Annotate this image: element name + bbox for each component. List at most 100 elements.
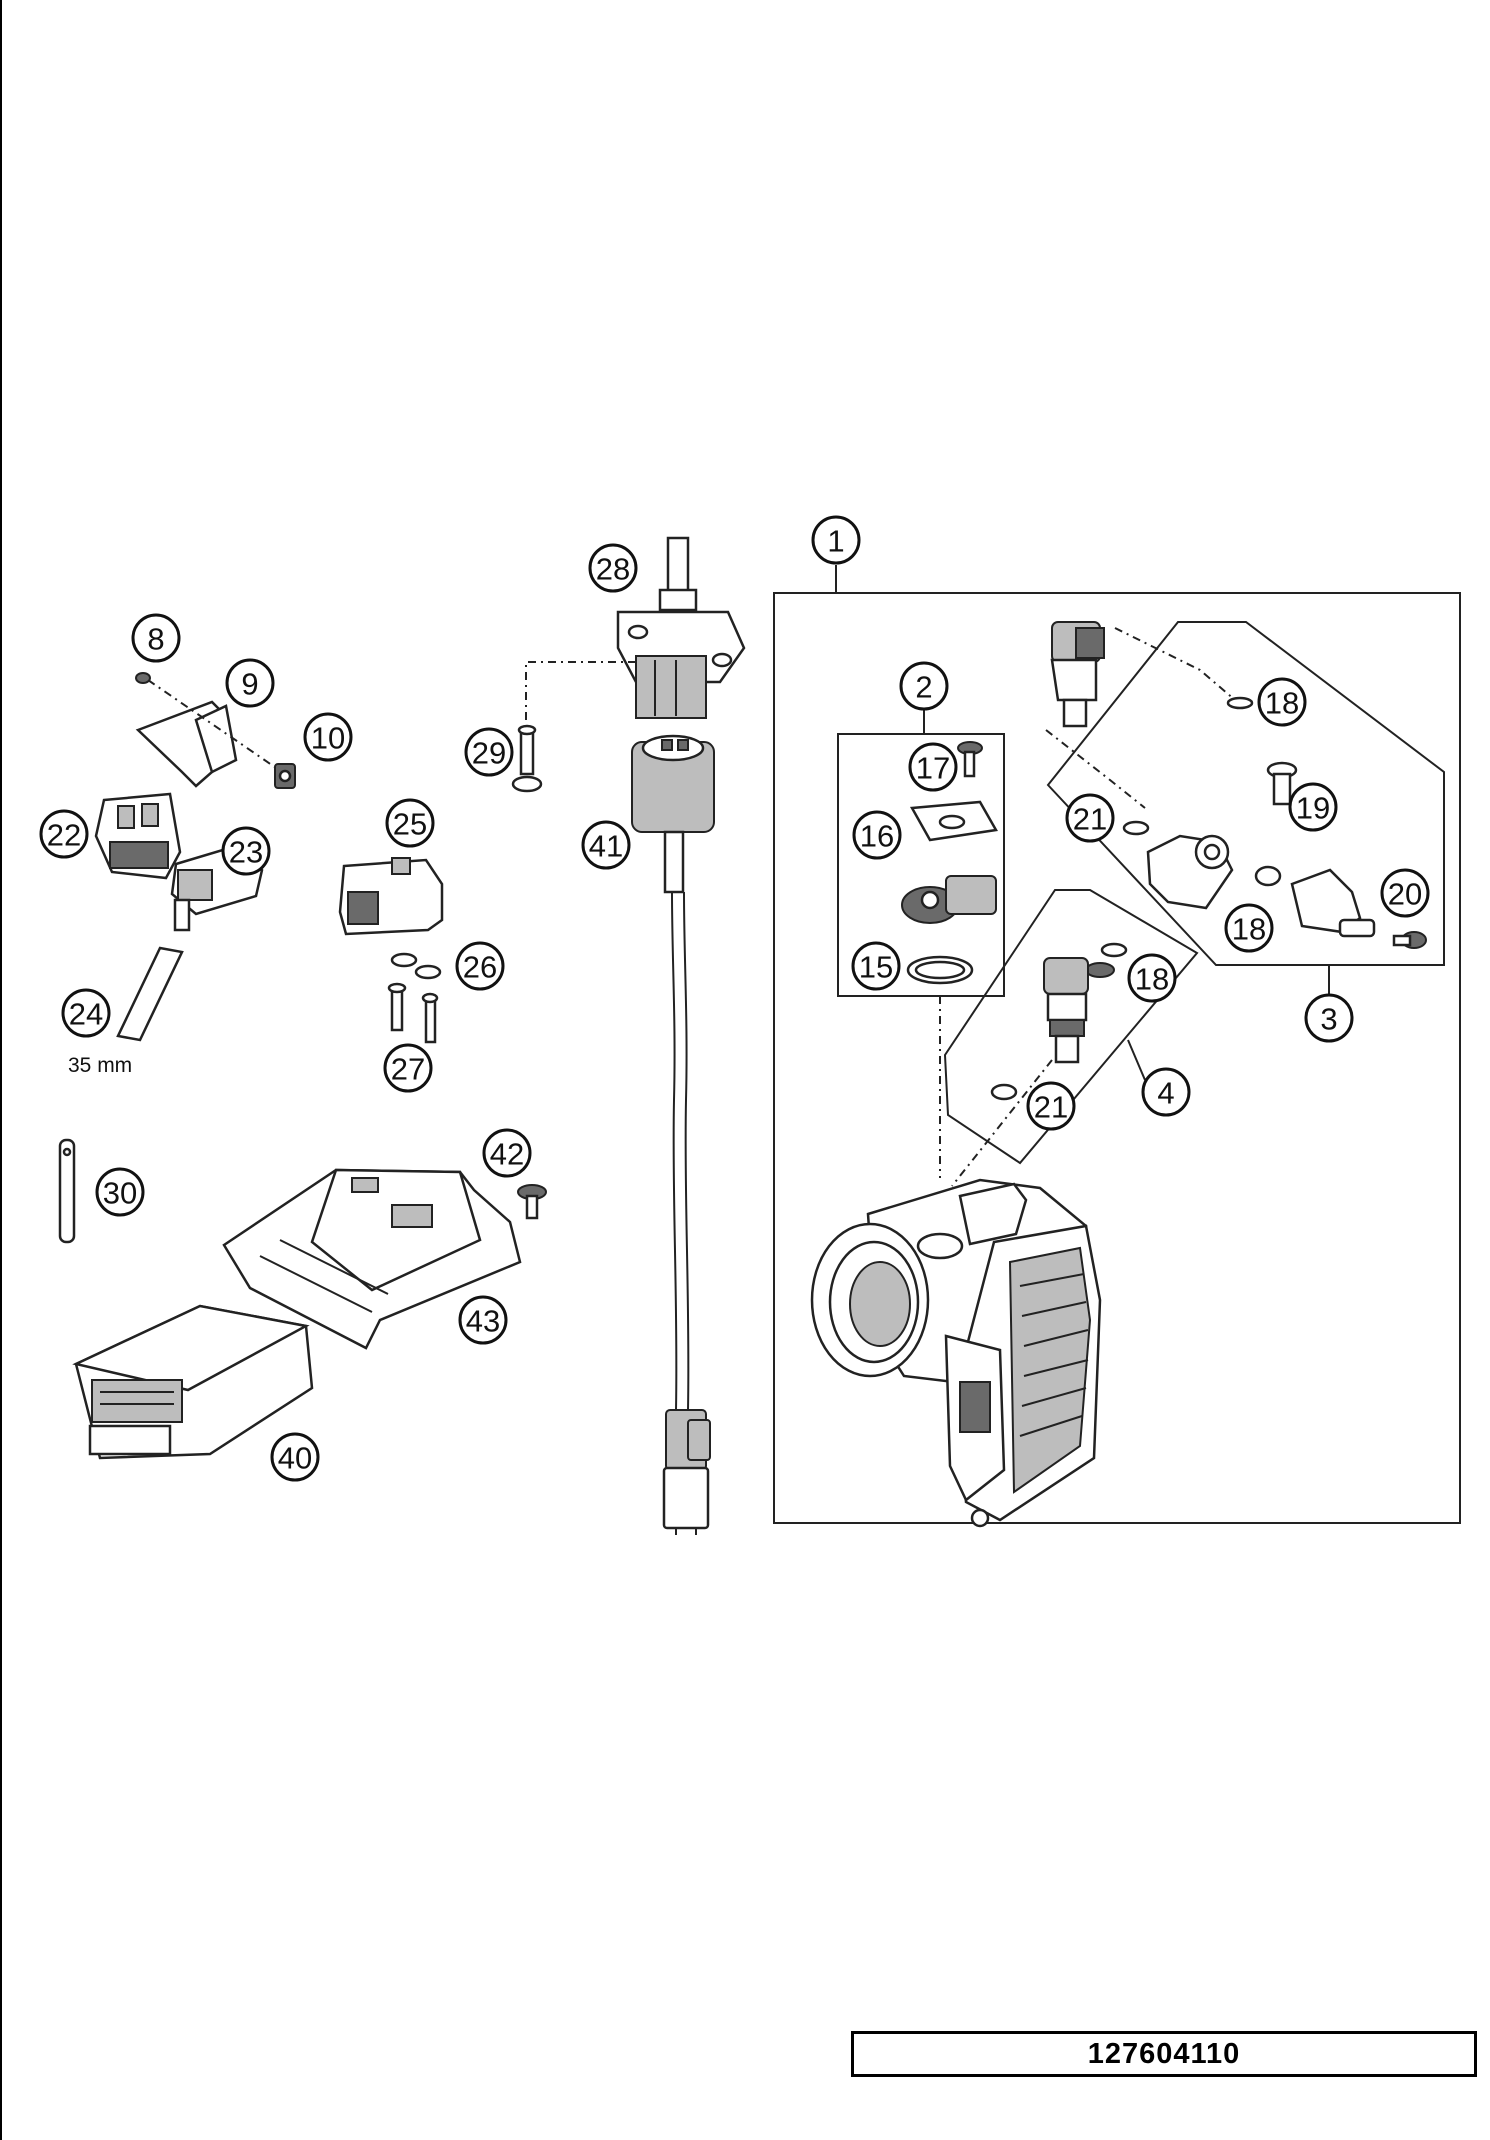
- svg-text:9: 9: [241, 667, 258, 702]
- part-21-seal-top: [1122, 820, 1150, 836]
- svg-text:41: 41: [589, 829, 623, 864]
- svg-text:29: 29: [472, 736, 506, 771]
- svg-text:25: 25: [393, 807, 427, 842]
- callout-22: 22: [39, 809, 89, 859]
- callout-42: 42: [482, 1128, 532, 1178]
- svg-text:2: 2: [915, 670, 932, 705]
- svg-text:21: 21: [1073, 802, 1107, 837]
- svg-text:28: 28: [596, 552, 630, 587]
- svg-text:15: 15: [859, 950, 893, 985]
- callout-40: 40: [270, 1432, 320, 1482]
- part-17-screw: [957, 741, 983, 778]
- callout-21-top: 21: [1065, 793, 1115, 843]
- assembly-3-frame: [1046, 621, 1445, 966]
- part-8-screw: [135, 672, 151, 684]
- part-26-washers: [390, 952, 442, 980]
- callout-8: 8: [131, 613, 181, 663]
- callout-29: 29: [464, 727, 514, 777]
- svg-text:26: 26: [463, 950, 497, 985]
- callout-20: 20: [1380, 868, 1430, 918]
- svg-text:1: 1: [827, 524, 844, 559]
- svg-text:43: 43: [466, 1304, 500, 1339]
- svg-text:3: 3: [1320, 1002, 1337, 1037]
- svg-text:4: 4: [1157, 1076, 1174, 1111]
- part-21-seal-low: [990, 1083, 1018, 1101]
- svg-text:23: 23: [229, 835, 263, 870]
- part-25-module: [338, 857, 444, 936]
- page-left-border: [0, 0, 2, 2140]
- callout-18-low: 18: [1127, 953, 1177, 1003]
- callout-41: 41: [581, 820, 631, 870]
- assembly-4-dash-leader: [951, 1059, 1053, 1187]
- part-18-seal-low: [1085, 942, 1128, 978]
- svg-text:8: 8: [147, 622, 164, 657]
- part-18-seal-mid: [1254, 865, 1282, 887]
- assembly-4-leader: [1127, 1039, 1146, 1081]
- assembly-2-frame: [837, 733, 1005, 997]
- part-21-leader-top: [1045, 729, 1146, 809]
- callout-10: 10: [303, 712, 353, 762]
- injector-top-leader: [1114, 627, 1236, 701]
- svg-text:18: 18: [1265, 686, 1299, 721]
- part-18-seal-top: [1226, 696, 1254, 710]
- part-42-screw: [517, 1184, 547, 1220]
- callout-2: 2: [899, 661, 949, 711]
- callout-30: 30: [95, 1167, 145, 1217]
- callout-4: 4: [1141, 1067, 1191, 1117]
- part-9-bracket: [135, 700, 238, 788]
- callout-9: 9: [225, 658, 275, 708]
- svg-text:42: 42: [490, 1137, 524, 1172]
- callout-18-top: 18: [1257, 677, 1307, 727]
- part-15-o-ring: [906, 955, 974, 985]
- part-16-plate: [909, 800, 998, 842]
- svg-text:40: 40: [278, 1441, 312, 1476]
- callout-21-low: 21: [1026, 1081, 1076, 1131]
- pressure-regulator: [1290, 868, 1376, 938]
- part-30-strap: [58, 1138, 76, 1244]
- svg-text:19: 19: [1296, 791, 1330, 826]
- callout-3: 3: [1304, 993, 1354, 1043]
- svg-text:18: 18: [1232, 912, 1266, 947]
- assembly-1-frame: [773, 592, 1461, 1524]
- sensor-2-body: [901, 875, 997, 924]
- callout-15: 15: [851, 941, 901, 991]
- part-28-sensor: [616, 536, 746, 719]
- part-43-tray: [222, 1168, 522, 1350]
- part-10-nut: [274, 763, 296, 789]
- callout-43: 43: [458, 1295, 508, 1345]
- svg-text:16: 16: [860, 819, 894, 854]
- callout-18-mid: 18: [1224, 903, 1274, 953]
- sensor-cable: [662, 891, 711, 1535]
- part-41-connector: [631, 734, 715, 894]
- callout-1: 1: [811, 515, 861, 565]
- callout-27: 27: [383, 1043, 433, 1093]
- part-24-length-label: 35 mm: [68, 1054, 132, 1077]
- fuel-rail: [1146, 834, 1234, 910]
- callout-19: 19: [1288, 782, 1338, 832]
- callout-16: 16: [852, 810, 902, 860]
- injector-top: [1050, 621, 1105, 728]
- assembly-4-frame: [943, 889, 1199, 1165]
- svg-text:30: 30: [103, 1176, 137, 1211]
- callout-23: 23: [221, 826, 271, 876]
- callout-24: 24: [61, 988, 111, 1038]
- svg-text:20: 20: [1388, 877, 1422, 912]
- svg-text:22: 22: [47, 818, 81, 853]
- part-8-dash-leader: [147, 679, 283, 773]
- callout-17: 17: [908, 742, 958, 792]
- svg-text:24: 24: [69, 997, 103, 1032]
- injector-low: [1043, 957, 1089, 1064]
- svg-text:18: 18: [1135, 962, 1169, 997]
- part-29-dash-leader: [525, 661, 636, 722]
- callout-25: 25: [385, 798, 435, 848]
- svg-text:10: 10: [311, 721, 345, 756]
- svg-text:21: 21: [1034, 1090, 1068, 1125]
- part-29-screw: [511, 724, 543, 793]
- svg-text:17: 17: [916, 751, 950, 786]
- part-24-hose: [116, 946, 184, 1042]
- callout-28: 28: [588, 543, 638, 593]
- drawing-code: 127604110: [851, 2031, 1477, 2077]
- part-40-control-unit: [72, 1304, 314, 1460]
- part-22-clip: [94, 792, 182, 880]
